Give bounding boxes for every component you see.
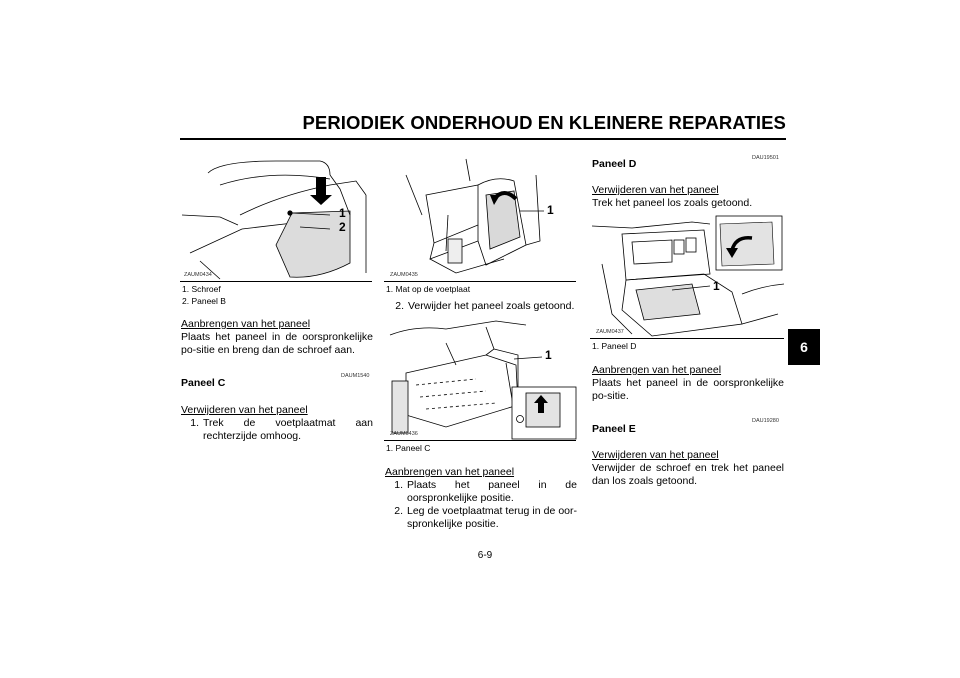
column-3-install: Aanbrengen van het paneel Plaats het pan… (592, 364, 784, 403)
caption-rule (180, 281, 372, 282)
figure-code: ZAUM0435 (390, 272, 418, 278)
section-title: Paneel E (592, 423, 636, 435)
figure-callout-1: 1 (339, 206, 346, 220)
install-text: Plaats het paneel in de oorspronkelijke … (181, 331, 373, 356)
figure-caption-2: 2. Paneel B (182, 296, 226, 306)
list-item: 1. Trek de voetplaatmat aan rechterzijde… (181, 417, 373, 443)
caption-rule (590, 338, 784, 339)
step-number: 1. (190, 417, 199, 429)
section-code: DAU19501 (752, 155, 779, 161)
figure-callout: 1 (547, 203, 554, 217)
figure-caption: 1. Mat op de voetplaat (386, 284, 471, 294)
figure-code: ZAUM0437 (596, 329, 624, 335)
column-2-step2: 2. Verwijder het paneel zoals getoond. (386, 300, 576, 313)
figure-panel-b (181, 160, 367, 280)
figure-panel-c (389, 320, 577, 440)
section-code: DAUM1540 (341, 373, 370, 379)
install-heading: Aanbrengen van het paneel (592, 364, 722, 376)
section-title: Paneel C (181, 377, 226, 389)
remove-heading: Verwijderen van het paneel (181, 404, 308, 416)
page-number: 6-9 (477, 550, 493, 561)
remove-text: Verwijder de schroef en trek het paneel … (592, 462, 784, 487)
figure-code: ZAUM0434 (184, 272, 212, 278)
figure-caption: 1. Paneel D (592, 341, 637, 351)
list-item: 2. Verwijder het paneel zoals getoond. (386, 300, 576, 313)
step-text: Verwijder het paneel zoals getoond. (408, 300, 575, 312)
list-item: 1. Plaats het paneel in de oorspronkelij… (385, 479, 577, 505)
figure-code: ZAUM0436 (390, 431, 418, 437)
step-number: 2. (395, 300, 404, 312)
step-text: Plaats het paneel in de oorspronkelijke … (407, 479, 577, 504)
chapter-tab[interactable]: 6 (788, 329, 820, 365)
install-heading: Aanbrengen van het paneel (385, 466, 515, 478)
remove-heading: Verwijderen van het paneel (592, 449, 719, 461)
column-1-section: Paneel C Verwijderen van het paneel 1. T… (181, 377, 373, 443)
step-text: Trek de voetplaatmat aan rechterzijde om… (203, 417, 373, 442)
caption-rule (384, 281, 576, 282)
page-title: PERIODIEK ONDERHOUD EN KLEINERE REPARATI… (302, 112, 786, 133)
column-3-section-d: Paneel D Verwijderen van het paneel Trek… (592, 158, 784, 210)
column-1-text: Aanbrengen van het paneel Plaats het pan… (181, 318, 373, 357)
column-2-install: Aanbrengen van het paneel 1. Plaats het … (385, 466, 577, 531)
figure-callout: 1 (713, 279, 720, 293)
list-item: 2. Leg de voetplaatmat terug in de oor-s… (385, 505, 577, 531)
figure-callout-2: 2 (339, 220, 346, 234)
remove-heading: Verwijderen van het paneel (592, 184, 719, 196)
section-code: DAU19280 (752, 418, 779, 424)
figure-callout: 1 (545, 348, 552, 362)
step-text: Leg de voetplaatmat terug in de oor-spro… (407, 505, 577, 530)
step-number: 1. (394, 479, 403, 491)
install-text: Plaats het paneel in de oorspronkelijke … (592, 377, 784, 402)
figure-panel-d (592, 215, 784, 337)
figure-caption: 1. Paneel C (386, 443, 431, 453)
section-title: Paneel D (592, 158, 637, 170)
caption-rule (384, 440, 576, 441)
figure-caption-1: 1. Schroef (182, 284, 221, 294)
step-number: 2. (394, 505, 403, 517)
remove-text: Trek het paneel los zoals getoond. (592, 197, 753, 209)
column-3-section-e: Paneel E Verwijderen van het paneel Verw… (592, 423, 784, 488)
install-heading: Aanbrengen van het paneel (181, 318, 311, 330)
header-rule (180, 138, 786, 140)
figure-foot-mat (405, 158, 544, 274)
